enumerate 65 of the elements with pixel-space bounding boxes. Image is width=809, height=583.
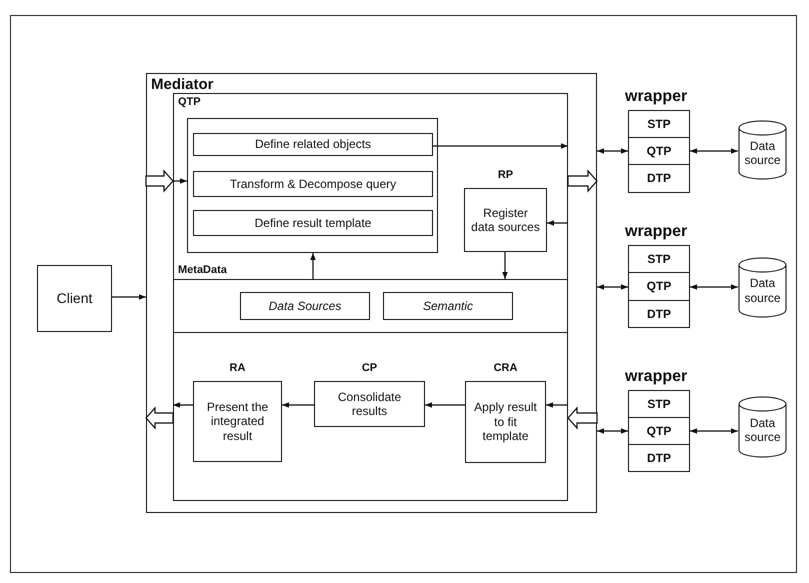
section-heading: Mediator	[151, 77, 214, 92]
arrow	[690, 148, 738, 154]
section-heading: wrapper	[625, 224, 688, 240]
box-label: DTP	[646, 171, 672, 186]
data-source-cylinder	[738, 396, 787, 458]
arrow	[502, 252, 508, 279]
process-box	[383, 292, 513, 320]
process-box	[193, 171, 433, 197]
box-label: Semantic	[422, 298, 474, 314]
arrow	[547, 220, 568, 226]
process-box	[193, 210, 433, 236]
section-heading: RA	[230, 363, 246, 374]
block-arrow	[145, 169, 174, 193]
group-box	[173, 332, 568, 501]
box-label: STP	[646, 396, 672, 412]
box-label: Consolidate results	[336, 390, 402, 418]
group-box	[187, 118, 438, 253]
box-label: Client	[56, 290, 94, 307]
section-heading: wrapper	[625, 369, 688, 385]
box-label: Register data sources	[470, 206, 541, 234]
box-label: Data source	[743, 138, 782, 168]
arrow	[282, 402, 314, 408]
arrow	[310, 253, 316, 279]
box-label: QTP	[646, 144, 672, 158]
block-arrow	[567, 406, 598, 430]
section-heading: QTP	[178, 97, 201, 108]
section-heading: CRA	[494, 363, 518, 374]
arrow	[597, 428, 628, 434]
box-label: Present the integrated result	[206, 400, 270, 444]
process-box	[240, 292, 370, 320]
arrow	[173, 402, 193, 408]
box-label: Apply result to fit template	[473, 400, 538, 444]
box-label: DTP	[646, 450, 672, 466]
block-arrow	[567, 169, 598, 193]
arrow	[112, 294, 146, 300]
data-source-cylinder	[738, 120, 787, 180]
box-label: QTP	[646, 424, 672, 438]
arrow	[690, 284, 738, 290]
box-label: Define result template	[254, 216, 372, 230]
arrow	[546, 402, 568, 408]
box-label: DTP	[646, 306, 672, 322]
data-source-cylinder	[738, 257, 787, 318]
box-label: QTP	[646, 279, 672, 294]
block-arrow	[145, 406, 174, 430]
box-label: STP	[646, 252, 672, 266]
section-heading: CP	[362, 363, 378, 374]
box-label: STP	[646, 116, 672, 132]
box-label: Data Sources	[268, 298, 342, 314]
box-label: Transform & Decompose query	[228, 176, 398, 192]
box-label: Define related objects	[254, 137, 372, 152]
section-panel	[173, 93, 568, 260]
section-heading: wrapper	[625, 89, 688, 105]
arrow	[425, 402, 465, 408]
process-box	[37, 265, 112, 332]
arrow	[597, 284, 628, 290]
section-panel	[146, 73, 597, 513]
arrow	[173, 178, 187, 184]
box-label: Data source	[743, 276, 782, 305]
section-heading: RP	[498, 170, 514, 181]
arrow	[597, 148, 628, 154]
arrow	[433, 143, 568, 149]
process-box	[193, 133, 433, 156]
section-heading: MetaData	[178, 265, 227, 276]
arrow	[690, 428, 738, 434]
box-label: Data source	[743, 416, 782, 444]
